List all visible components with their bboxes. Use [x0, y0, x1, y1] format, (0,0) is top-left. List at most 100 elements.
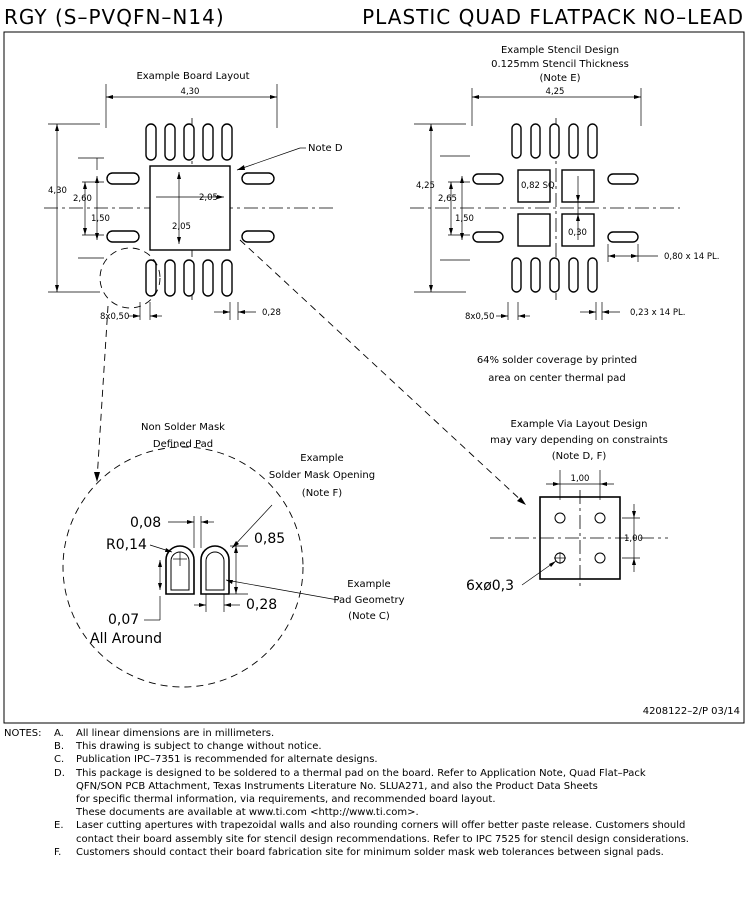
board-pitch-dim: 8x0,50 — [100, 312, 129, 322]
via-hole — [594, 552, 606, 564]
lead-pad — [202, 123, 214, 161]
stencil-gap-dim: 0,30 — [568, 228, 587, 238]
detail-length-dim: 0,85 — [254, 531, 285, 547]
lead-pad — [511, 257, 522, 293]
lead-pad — [145, 259, 157, 297]
solder-coverage-text-2: area on center thermal pad — [488, 373, 625, 384]
detail-gap-dim: 0,08 — [130, 515, 161, 531]
detail-reference-circle — [99, 247, 161, 309]
note-letter: C. — [54, 754, 65, 766]
package-drawing: RGY (S–PVQFN–N14) PLASTIC QUAD FLATPACK … — [3, 5, 745, 724]
detail-width-dim: 0,28 — [246, 597, 277, 613]
note-text: These documents are available at www.ti.… — [76, 807, 419, 819]
board-pad-width-dim: 2,05 — [199, 193, 218, 203]
mask-opening-outline — [200, 545, 230, 595]
package-title: RGY (S–PVQFN–N14) — [4, 5, 225, 29]
note-letter: B. — [54, 741, 65, 753]
stencil-height-dim: 4,25 — [416, 181, 435, 191]
lead-pad — [568, 257, 579, 293]
lead-pad — [221, 259, 233, 297]
detail-all-around: All Around — [90, 631, 162, 647]
lead-pad — [164, 259, 176, 297]
mask-opening-label: Example — [300, 453, 343, 464]
mask-opening-label-2: Solder Mask Opening — [269, 470, 375, 481]
detail-title: Non Solder Mask — [141, 422, 225, 433]
detail-circle — [62, 446, 304, 688]
board-height-dim: 4,30 — [48, 186, 67, 196]
stencil-width-dim: 4,25 — [546, 87, 565, 97]
mask-opening-note: (Note F) — [302, 488, 343, 499]
lead-pad — [549, 257, 560, 293]
note-text: QFN/SON PCB Attachment, Texas Instrument… — [76, 780, 598, 792]
note-letter: A. — [54, 728, 64, 739]
board-thermal-pad — [149, 165, 231, 251]
lead-pad — [587, 123, 598, 159]
via-pitch-x: 1,00 — [571, 474, 590, 484]
stencil-pitch-dim: 8x0,50 — [465, 312, 494, 322]
notes-heading: NOTES: — [4, 728, 42, 739]
stencil-inner-dim: 2,65 — [438, 194, 457, 204]
package-description: PLASTIC QUAD FLATPACK NO–LEAD — [362, 5, 744, 29]
pad-outline — [205, 551, 225, 591]
note-text: This package is designed to be soldered … — [76, 767, 646, 779]
lead-pad — [202, 259, 214, 297]
lead-pad — [221, 123, 233, 161]
stencil-subpad — [517, 169, 551, 203]
note-text: All linear dimensions are in millimeters… — [76, 728, 275, 739]
note-d-callout: Note D — [308, 143, 343, 154]
stencil-title: Example Stencil Design — [501, 45, 619, 56]
solder-coverage-text: 64% solder coverage by printed — [477, 355, 637, 366]
note-text: contact their board assembly site for st… — [76, 833, 689, 845]
board-layout-title: Example Board Layout — [136, 71, 249, 82]
via-note: (Note D, F) — [552, 451, 607, 462]
stencil-square-dim: 0,82 SQ — [521, 181, 555, 191]
lead-pad — [587, 257, 598, 293]
board-lead-width-dim: 0,28 — [262, 308, 281, 318]
note-letter: D. — [54, 767, 65, 779]
via-hole — [554, 512, 566, 524]
via-title: Example Via Layout Design — [511, 419, 648, 430]
stencil-lead-width-dim: 0,23 x 14 PL. — [630, 308, 685, 318]
via-pitch-y: 1,00 — [624, 534, 643, 544]
note-letter: E. — [54, 820, 64, 832]
detail-clearance-dim: 0,07 — [108, 612, 139, 628]
board-inner-dim: 2,60 — [73, 194, 92, 204]
stencil-thickness: 0.125mm Stencil Thickness — [491, 59, 629, 70]
via-subtitle: may vary depending on constraints — [490, 435, 668, 446]
mask-opening-outline — [165, 545, 195, 595]
note-text: for specific thermal information, via re… — [76, 793, 496, 805]
via-hole — [594, 512, 606, 524]
via-drill-dim: 6xø0,3 — [466, 578, 514, 594]
note-letter: F. — [54, 846, 62, 858]
lead-pad — [530, 257, 541, 293]
stencil-center-dim: 1,50 — [455, 214, 474, 224]
note-text: Customers should contact their board fab… — [76, 846, 664, 858]
pad-geometry-label-2: Pad Geometry — [333, 595, 404, 606]
lead-pad — [164, 123, 176, 161]
lead-pad — [183, 259, 195, 297]
detail-title-2: Defined Pad — [153, 439, 213, 450]
board-layout: Example Board Layout 4,30 4,30 2,60 1,50 — [44, 71, 343, 322]
board-pad-height-dim: 2,05 — [172, 222, 191, 232]
note-text: Publication IPC–7351 is recommended for … — [76, 754, 378, 766]
lead-pad — [511, 123, 522, 159]
stencil-note-e: (Note E) — [540, 73, 581, 84]
pad-outline — [170, 551, 190, 591]
note-text: Laser cutting apertures with trapezoidal… — [76, 820, 686, 832]
stencil-lead-length-dim: 0,80 x 14 PL. — [664, 252, 719, 262]
detail-radius-dim: R0,14 — [106, 537, 147, 553]
lead-pad — [530, 123, 541, 159]
stencil-design: Example Stencil Design 0.125mm Stencil T… — [410, 45, 719, 384]
pad-geometry-note: (Note C) — [348, 611, 390, 622]
pad-geometry-label: Example — [347, 579, 390, 590]
pad-detail: Non Solder Mask Defined Pad Example Sold… — [62, 422, 405, 688]
board-width-dim: 4,30 — [181, 87, 200, 97]
drawing-frame — [3, 31, 745, 724]
note-text: This drawing is subject to change withou… — [76, 741, 322, 753]
board-center-dim: 1,50 — [91, 214, 110, 224]
lead-pad — [145, 123, 157, 161]
notes-section: NOTES: A. All linear dimensions are in m… — [0, 727, 750, 859]
via-layout: Example Via Layout Design may vary depen… — [466, 419, 668, 594]
document-id: 4208122–2/P 03/14 — [643, 706, 740, 717]
stencil-subpad — [517, 213, 551, 247]
